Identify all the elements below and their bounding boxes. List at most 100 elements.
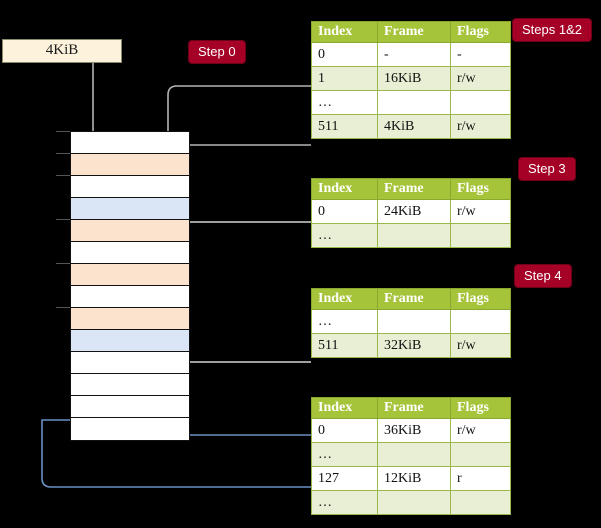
cell-frame xyxy=(377,442,451,467)
memory-frame-row xyxy=(71,220,189,242)
memory-frame-row xyxy=(71,352,189,374)
cell-frame: 16KiB xyxy=(377,66,451,91)
column-header-index: Index xyxy=(311,21,378,43)
memory-address-tick xyxy=(56,219,70,220)
physical-memory-column xyxy=(70,131,190,441)
table-row: … xyxy=(311,309,511,334)
cell-frame: 36KiB xyxy=(377,418,451,443)
memory-frame-row xyxy=(71,132,189,154)
memory-address-tick xyxy=(56,263,70,264)
badge-step-0: Step 0 xyxy=(189,41,245,63)
memory-frame-row xyxy=(71,242,189,264)
memory-address-tick xyxy=(56,153,70,154)
memory-frame-row xyxy=(71,374,189,396)
column-header-frame: Frame xyxy=(377,178,451,200)
cell-index: … xyxy=(311,442,378,467)
cell-flags: r/w xyxy=(450,333,511,358)
page-box-label: 4KiB xyxy=(45,42,79,58)
column-header-index: Index xyxy=(311,397,378,419)
column-header-frame: Frame xyxy=(377,21,451,43)
cell-index: 0 xyxy=(311,42,378,67)
table-row: … xyxy=(311,223,511,248)
cell-index: 511 xyxy=(311,333,378,358)
cell-flags: - xyxy=(450,42,511,67)
cell-frame xyxy=(377,90,451,115)
memory-address-tick xyxy=(56,131,70,132)
badge-steps-1-2-label: Steps 1&2 xyxy=(522,22,582,37)
column-header-flags: Flags xyxy=(450,21,511,43)
badge-step-3: Step 3 xyxy=(519,158,575,180)
column-header-flags: Flags xyxy=(450,288,511,310)
cell-frame xyxy=(377,309,451,334)
memory-frame-row xyxy=(71,198,189,220)
column-header-flags: Flags xyxy=(450,178,511,200)
column-header-index: Index xyxy=(311,288,378,310)
cell-index: … xyxy=(311,490,378,515)
column-header-frame: Frame xyxy=(377,288,451,310)
cell-frame xyxy=(377,223,451,248)
cell-flags: r/w xyxy=(450,199,511,224)
cell-index: 0 xyxy=(311,199,378,224)
column-header-index: Index xyxy=(311,178,378,200)
cell-frame: - xyxy=(377,42,451,67)
table-row: 0-- xyxy=(311,42,511,67)
badge-step-0-label: Step 0 xyxy=(198,44,236,59)
badge-step-4: Step 4 xyxy=(515,265,571,287)
cell-flags xyxy=(450,223,511,248)
column-header-frame: Frame xyxy=(377,397,451,419)
memory-frame-row xyxy=(71,396,189,418)
cell-flags xyxy=(450,442,511,467)
memory-address-tick xyxy=(56,175,70,176)
cell-index: … xyxy=(311,90,378,115)
column-header-flags: Flags xyxy=(450,397,511,419)
cell-frame: 24KiB xyxy=(377,199,451,224)
cell-flags: r xyxy=(450,466,511,491)
memory-frame-row xyxy=(71,176,189,198)
cell-flags xyxy=(450,309,511,334)
memory-frame-row xyxy=(71,286,189,308)
memory-address-tick xyxy=(56,307,70,308)
badge-step-3-label: Step 3 xyxy=(528,161,566,176)
cell-index: … xyxy=(311,309,378,334)
cell-flags xyxy=(450,90,511,115)
memory-frame-row xyxy=(71,308,189,330)
table-row: … xyxy=(311,442,511,467)
cell-flags: r/w xyxy=(450,114,511,139)
badge-step-4-label: Step 4 xyxy=(524,268,562,283)
table-row: … xyxy=(311,90,511,115)
wire-table1-to-memory-row6 xyxy=(178,221,311,288)
cell-frame: 32KiB xyxy=(377,333,451,358)
cell-frame: 4KiB xyxy=(377,114,451,139)
cell-flags: r/w xyxy=(450,418,511,443)
cell-flags xyxy=(450,490,511,515)
badge-steps-1-2: Steps 1&2 xyxy=(513,19,591,41)
cell-index: … xyxy=(311,223,378,248)
table-row: … xyxy=(311,490,511,515)
memory-frame-row xyxy=(71,330,189,352)
cell-frame xyxy=(377,490,451,515)
memory-frame-row xyxy=(71,264,189,286)
cell-frame: 12KiB xyxy=(377,466,451,491)
cell-index: 1 xyxy=(311,66,378,91)
memory-frame-row xyxy=(71,418,189,440)
cell-index: 127 xyxy=(311,466,378,491)
cell-index: 0 xyxy=(311,418,378,443)
cell-index: 511 xyxy=(311,114,378,139)
memory-frame-row xyxy=(71,154,189,176)
page-box-4kib: 4KiB xyxy=(2,39,122,63)
